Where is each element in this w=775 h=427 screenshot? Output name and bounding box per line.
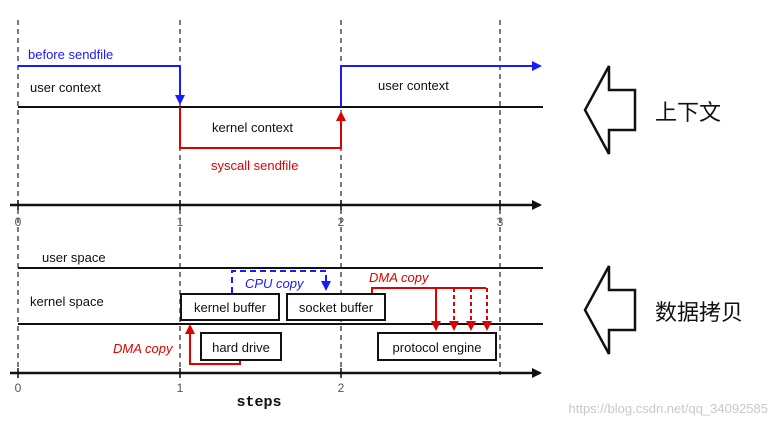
- hard-drive-box: [200, 332, 282, 361]
- bottom-axis: 0 1 2 steps: [10, 368, 542, 411]
- context-pointer-icon: [583, 65, 637, 155]
- dma-copy-left-label: DMA copy: [113, 341, 174, 356]
- step-guides: [17, 20, 501, 375]
- side-annotations: 上下文 数据拷贝: [583, 65, 743, 355]
- kernel-context-label: kernel context: [212, 120, 293, 135]
- kernel-space-label: kernel space: [30, 294, 104, 309]
- dma-copy-right-path: [371, 287, 486, 297]
- socket-buffer-label: socket buffer: [299, 300, 374, 315]
- hard-drive-label: hard drive: [212, 340, 270, 355]
- top-tick-label-3: 3: [497, 215, 504, 229]
- cpu-copy-path: [231, 270, 331, 293]
- kernel-buffer-label: kernel buffer: [194, 300, 267, 315]
- top-tick-label-1: 1: [177, 215, 184, 229]
- protocol-engine-label: protocol engine: [393, 340, 482, 355]
- before-sendfile-label: before sendfile: [28, 47, 113, 62]
- kernel-buffer-box: [180, 293, 280, 321]
- copy-section: user space kernel space CPU copy DMA cop…: [18, 250, 543, 365]
- top-tick-label-0: 0: [15, 215, 22, 229]
- socket-buffer-box: [286, 293, 386, 321]
- user-space-label: user space: [42, 250, 106, 265]
- before-sendfile-path: [18, 65, 185, 105]
- user-context-left-label: user context: [30, 80, 101, 95]
- cpu-copy-label: CPU copy: [245, 276, 305, 291]
- protocol-engine-box: [377, 332, 497, 361]
- bottom-tick-label-0: 0: [15, 381, 22, 395]
- user-context-right-label: user context: [378, 78, 449, 93]
- top-tick-label-2: 2: [338, 215, 345, 229]
- return-to-user-path: [340, 61, 542, 107]
- copy-pointer-icon: [583, 265, 637, 355]
- syscall-sendfile-label: syscall sendfile: [211, 158, 298, 173]
- bottom-tick-label-2: 2: [338, 381, 345, 395]
- copy-side-label: 数据拷贝: [655, 301, 743, 326]
- context-side-label: 上下文: [655, 101, 721, 126]
- bottom-tick-label-1: 1: [177, 381, 184, 395]
- syscall-sendfile-path: [179, 107, 346, 149]
- watermark-text: https://blog.csdn.net/qq_34092585: [569, 401, 769, 416]
- dma-copy-right-label: DMA copy: [369, 270, 430, 285]
- top-axis: 0 1 2 3: [10, 200, 542, 229]
- context-section: before sendfile user context user contex…: [18, 47, 543, 173]
- steps-axis-label: steps: [236, 394, 281, 411]
